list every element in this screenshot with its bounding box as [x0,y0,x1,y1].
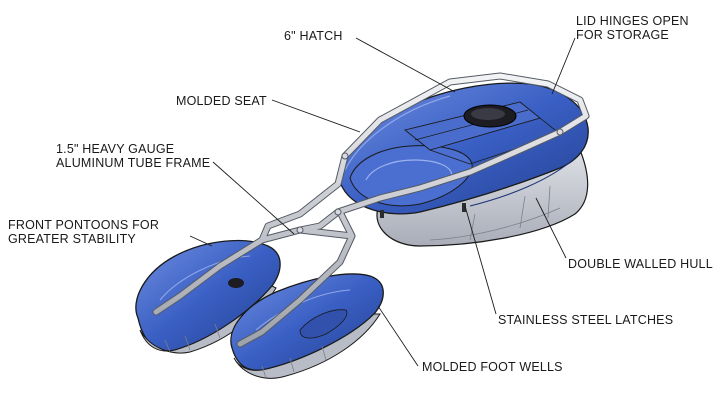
lid-leader-line [551,37,576,95]
frame-label: 1.5" HEAVY GAUGE ALUMINUM TUBE FRAME [56,142,210,170]
frame-label-line-1: 1.5" HEAVY GAUGE [56,142,175,156]
hull-leader-line [535,197,567,259]
pontoons-label-line-1: FRONT PONTOONS FOR [8,218,160,232]
lid-label: LID HINGES OPEN FOR STORAGE [576,14,689,42]
foot-wells-label: MOLDED FOOT WELLS [422,360,563,374]
pontoons-label: FRONT PONTOONS FOR GREATER STABILITY [8,218,159,246]
foot-wells-label-text: MOLDED FOOT WELLS [422,360,563,374]
main-shell [339,82,589,218]
pontoons-leader-line [189,235,213,247]
latches-leader-line [464,205,497,315]
hull-label: DOUBLE WALLED HULL [568,257,713,271]
frame-leader-line [212,161,295,235]
molded-seat-label: MOLDED SEAT [176,94,267,108]
molded-seat-label-text: MOLDED SEAT [176,94,267,108]
leader-lines [189,37,576,367]
right-front-pontoon [230,273,384,379]
hatch-leader-line [355,37,456,93]
seat-leader-line [271,99,361,133]
lid-label-line-1: LID HINGES OPEN [576,14,689,28]
hatch-label-text: 6" HATCH [284,29,343,43]
frame-label-line-2: ALUMINUM TUBE FRAME [56,156,211,170]
tube-frame [152,72,590,348]
pontoons-label-line-2: GREATER STABILITY [8,232,136,246]
foot-wells-leader-line [377,305,419,367]
hatch-label: 6" HATCH [284,29,343,43]
lid-label-line-2: FOR STORAGE [576,28,669,42]
latches-label-text: STAINLESS STEEL LATCHES [498,313,674,327]
latches-label: STAINLESS STEEL LATCHES [498,313,673,327]
hull-label-text: DOUBLE WALLED HULL [568,257,713,271]
